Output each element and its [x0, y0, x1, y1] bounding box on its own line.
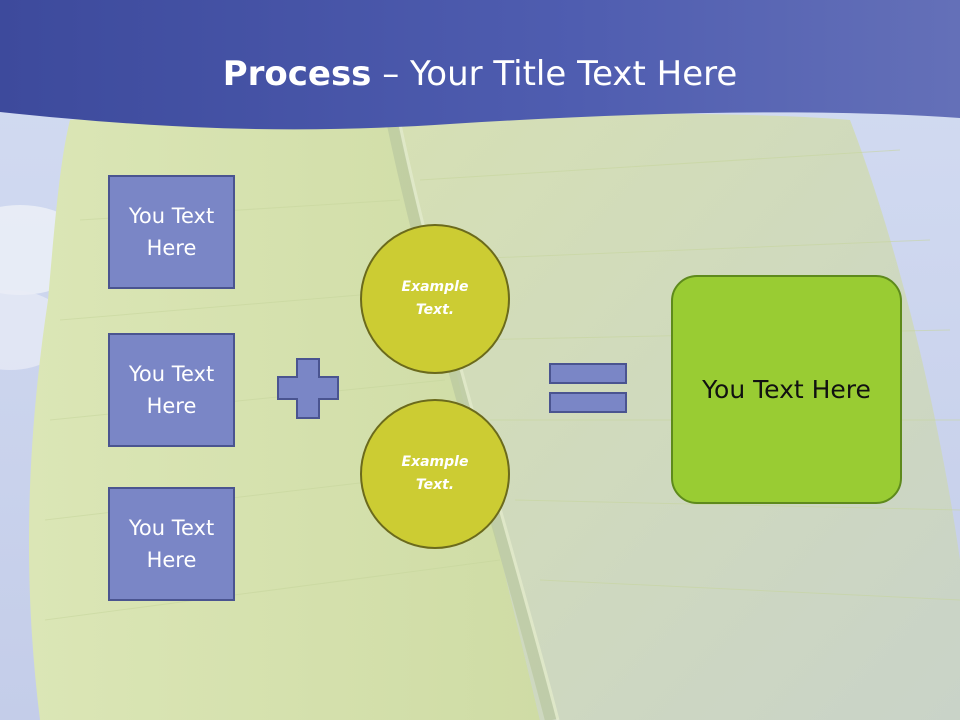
box-line2: Here	[146, 394, 197, 418]
box-line1: You Text	[128, 204, 215, 228]
circle-line1: Example	[401, 279, 469, 295]
box-line2: Here	[146, 236, 197, 260]
circle-line2: Text.	[415, 477, 455, 493]
circle-line1: Example	[401, 454, 469, 470]
title-rest: – Your Title Text Here	[371, 54, 738, 94]
box-line1: You Text	[128, 362, 215, 386]
result-box: You Text Here	[671, 275, 902, 504]
box-line2: Here	[146, 548, 197, 572]
title-bold: Process	[222, 54, 372, 94]
circle-line2: Text.	[415, 302, 455, 318]
box-line1: You Text	[128, 516, 215, 540]
page-title: Process – Your Title Text Here	[0, 52, 960, 96]
result-text: You Text Here	[702, 375, 871, 404]
